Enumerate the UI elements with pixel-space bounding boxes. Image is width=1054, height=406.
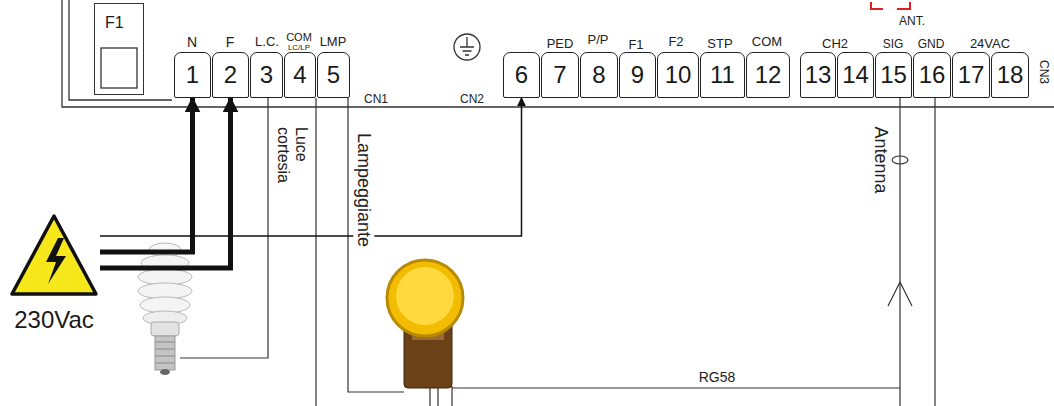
supply-wire	[100, 98, 522, 236]
terminal-label: F1	[628, 38, 643, 53]
supply-wire	[100, 98, 231, 268]
terminal-number: 17	[958, 63, 985, 87]
wires	[180, 98, 935, 406]
wire-antenna-ground	[934, 98, 935, 406]
ground-circle	[454, 34, 480, 60]
coax-cable	[452, 387, 900, 388]
warning-triangle	[12, 216, 96, 294]
wire-label: Lampeggiante	[354, 131, 375, 249]
terminal-label: N	[187, 34, 197, 50]
terminal-label: L.C.	[255, 35, 279, 50]
terminal-number: 5	[327, 63, 340, 87]
warning-sign	[12, 216, 96, 294]
terminal-number: 2	[224, 63, 237, 87]
terminal-number: 9	[631, 63, 644, 87]
fuse-body	[101, 48, 137, 88]
ground-lines	[460, 37, 474, 55]
wire-label: CN3	[1036, 58, 1050, 86]
terminal-number: 11	[710, 63, 735, 87]
terminal-label: P/P	[588, 33, 609, 48]
antenna-bracket	[871, 2, 910, 9]
terminal-label: COM	[286, 31, 312, 44]
terminal-label: LC/LP	[288, 43, 310, 52]
voltage-label: 230Vac	[8, 308, 100, 332]
terminal-label: CN2	[460, 93, 484, 107]
lamp-tip	[160, 369, 170, 375]
terminal-number: 13	[805, 63, 832, 87]
terminal: 9	[619, 52, 656, 98]
terminal: 4	[284, 52, 316, 98]
terminal: 16	[913, 52, 951, 98]
lamp-screw	[155, 336, 175, 370]
terminal-number: 8	[592, 63, 605, 87]
board-outline	[62, 0, 1054, 107]
terminal-label: ANT.	[899, 15, 925, 29]
terminal-label: RG58	[699, 369, 736, 385]
terminal-label: COM	[752, 35, 782, 50]
terminal-label: F2	[668, 35, 683, 50]
terminal-number: 15	[880, 63, 907, 87]
terminal: 5	[317, 52, 350, 98]
terminal: 2	[212, 52, 249, 98]
lamp-collar	[151, 322, 179, 336]
terminal-number: 3	[260, 63, 273, 87]
terminal: 18	[991, 52, 1029, 98]
terminal: 13	[800, 52, 836, 98]
terminal-label: CH2	[822, 37, 848, 52]
lightning-bolt	[46, 238, 66, 284]
fuse-label: F1	[105, 14, 124, 32]
terminal: 6	[503, 52, 540, 98]
terminal: 8	[580, 52, 618, 98]
terminal-number: 6	[515, 63, 528, 87]
terminal-label: CN1	[364, 93, 388, 107]
terminal-label: PED	[547, 37, 574, 52]
wire-antenna-signal	[899, 98, 900, 406]
terminal: 1	[174, 52, 211, 98]
terminal-number: 4	[293, 63, 306, 87]
terminal: 17	[952, 52, 990, 98]
wire-label: Antenna	[871, 124, 892, 195]
mains-supply: 230Vac	[8, 212, 100, 334]
terminal: 11	[700, 52, 745, 98]
terminal-number: 16	[919, 63, 946, 87]
courtesy-lamp	[138, 243, 192, 375]
terminal-label: LMP	[320, 35, 347, 50]
board-edge	[62, 0, 1054, 107]
lamp-thread	[155, 342, 175, 363]
coax-loop	[892, 156, 908, 164]
terminal-number: 14	[842, 63, 869, 87]
terminal-number: 10	[665, 63, 692, 87]
wire-flasher-out	[430, 386, 438, 406]
terminal: 14	[837, 52, 874, 98]
terminal: 10	[657, 52, 699, 98]
antenna-symbol	[888, 282, 912, 306]
wire-flasher-out	[451, 386, 452, 406]
terminal-number: 1	[186, 63, 199, 87]
terminal-number: 18	[997, 63, 1024, 87]
board-edge	[69, 0, 172, 100]
terminal: 3	[250, 52, 283, 98]
supply-wire	[100, 98, 193, 252]
terminal-label: SIG	[883, 38, 904, 52]
flasher-lens	[396, 267, 454, 325]
terminal: 15	[875, 52, 912, 98]
terminal: 12	[746, 52, 790, 98]
flashing-light	[387, 260, 463, 388]
flasher-dome	[387, 260, 463, 336]
terminal-label: F	[226, 34, 235, 50]
terminal-number: 12	[755, 63, 782, 87]
wire-flasher	[348, 98, 404, 392]
terminal: 7	[541, 52, 579, 98]
terminal-label: GND	[918, 38, 945, 52]
terminal-label: 24VAC	[970, 37, 1010, 52]
wire-label: Luce cortesia	[274, 125, 311, 185]
wire-common	[315, 98, 316, 406]
ground-symbol	[454, 34, 480, 60]
terminal-number: 7	[553, 63, 566, 87]
fuse-box: F1	[94, 3, 144, 95]
terminal-label: STP	[707, 37, 732, 52]
